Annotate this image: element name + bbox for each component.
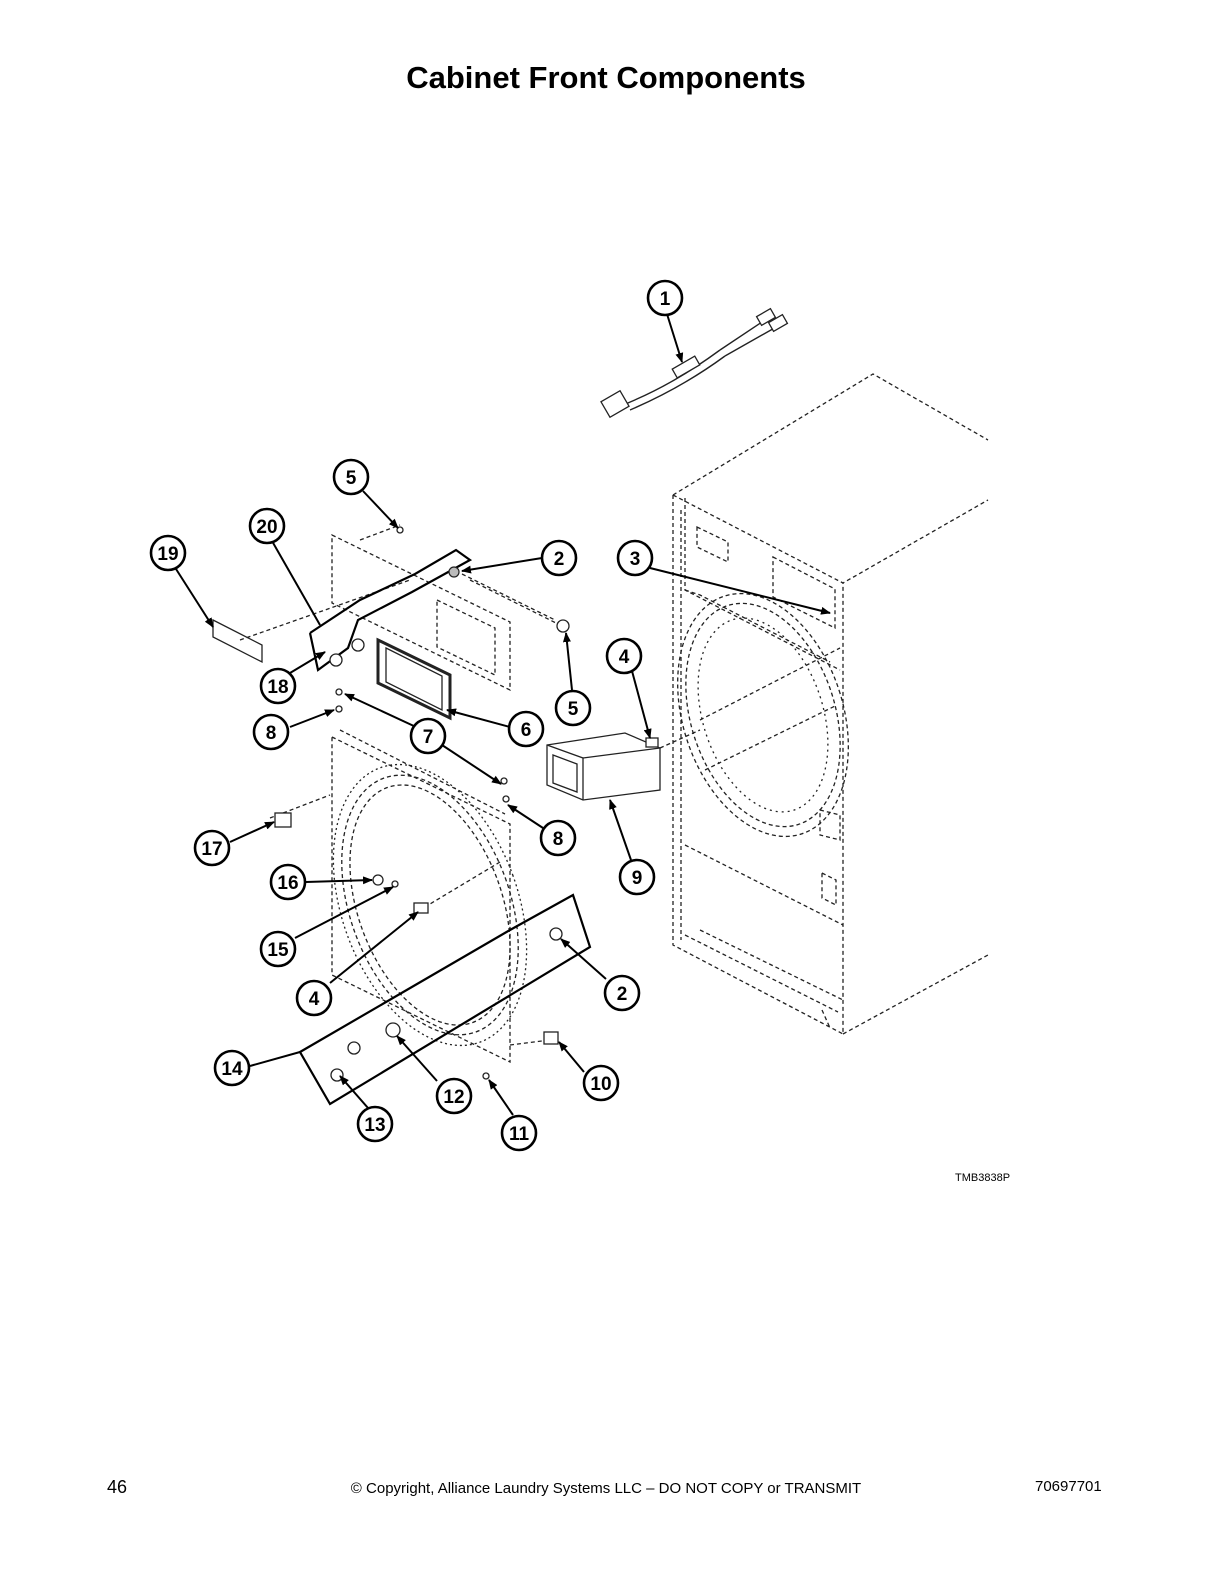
svg-text:20: 20 — [256, 517, 277, 538]
callout-4-lower: 4 — [295, 979, 333, 1017]
svg-text:13: 13 — [364, 1115, 385, 1136]
svg-text:18: 18 — [267, 677, 288, 698]
svg-text:7: 7 — [423, 727, 434, 748]
svg-text:11: 11 — [509, 1124, 530, 1145]
cabinet-body — [672, 373, 989, 1036]
svg-text:6: 6 — [521, 720, 532, 741]
callout-5-lower: 5 — [554, 689, 592, 727]
callout-8-left: 8 — [252, 713, 290, 751]
svg-text:12: 12 — [443, 1087, 464, 1108]
callout-20: 20 — [248, 507, 286, 545]
svg-text:15: 15 — [267, 940, 289, 961]
callout-14: 14 — [213, 1049, 251, 1087]
callout-2-upper: 2 — [540, 539, 578, 577]
callout-8-right: 8 — [539, 819, 577, 857]
svg-text:10: 10 — [590, 1074, 611, 1095]
callout-16: 16 — [269, 863, 307, 901]
callout-19: 19 — [149, 534, 187, 572]
control-panel — [212, 524, 570, 721]
callout-4-upper: 4 — [605, 637, 643, 675]
document-number: 70697701 — [1035, 1478, 1102, 1495]
callout-18: 18 — [259, 667, 297, 705]
svg-text:16: 16 — [277, 873, 298, 894]
callout-7: 7 — [409, 717, 447, 755]
svg-text:1: 1 — [660, 289, 671, 310]
svg-text:2: 2 — [617, 984, 628, 1005]
coin-box — [546, 729, 701, 801]
svg-text:8: 8 — [266, 723, 277, 744]
callout-10: 10 — [582, 1064, 620, 1102]
svg-text:9: 9 — [632, 868, 643, 889]
svg-text:4: 4 — [619, 647, 630, 668]
svg-text:14: 14 — [221, 1059, 243, 1080]
copyright-notice: © Copyright, Alliance Laundry Systems LL… — [350, 1480, 862, 1497]
callout-12: 12 — [435, 1077, 473, 1115]
callout-9: 9 — [618, 858, 656, 896]
leader-lines — [175, 313, 831, 1116]
wire-harness — [600, 307, 789, 419]
callout-13: 13 — [356, 1105, 394, 1143]
svg-text:2: 2 — [554, 549, 565, 570]
front-panel — [269, 638, 592, 1106]
callout-15: 15 — [259, 930, 297, 968]
svg-text:4: 4 — [309, 989, 320, 1010]
page-title: Cabinet Front Components — [406, 60, 806, 95]
figure-code: TMB3838P — [955, 1172, 1011, 1184]
callout-3: 3 — [616, 539, 654, 577]
svg-text:8: 8 — [553, 829, 564, 850]
svg-text:17: 17 — [201, 839, 222, 860]
callout-1: 1 — [646, 279, 684, 317]
svg-text:19: 19 — [157, 544, 178, 565]
callout-11: 11 — [500, 1114, 538, 1152]
callout-2-lower: 2 — [603, 974, 641, 1012]
callout-17: 17 — [193, 829, 231, 867]
svg-text:3: 3 — [630, 549, 641, 570]
callout-5-upper: 5 — [332, 458, 370, 496]
svg-text:5: 5 — [346, 468, 357, 489]
page-number: 46 — [107, 1477, 128, 1497]
callout-6: 6 — [507, 710, 545, 748]
svg-text:5: 5 — [568, 699, 579, 720]
